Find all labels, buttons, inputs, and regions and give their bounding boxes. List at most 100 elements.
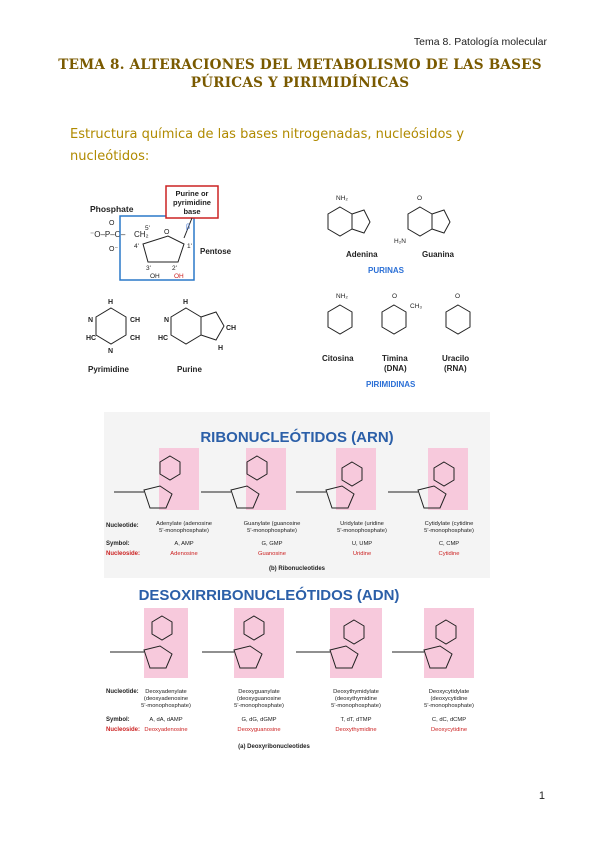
deoxy-col-4-name-2: (deoxycytidine <box>430 696 467 702</box>
svg-text:O: O <box>109 220 115 227</box>
ribo-col-1-name-1: Adenylate (adenosine <box>156 521 212 527</box>
ribo-col-1-symbol: A, AMP <box>174 541 193 547</box>
deoxy-col-2-nucleoside: Deoxyguanosine <box>237 727 280 733</box>
deoxy-col-4-nucleoside: Deoxycytidine <box>431 727 467 733</box>
ring-oxygen: O <box>164 229 170 236</box>
svg-text:H₂N: H₂N <box>394 238 406 245</box>
c4-label: 4' <box>134 243 139 250</box>
uracilo-note: (RNA) <box>444 364 467 373</box>
ribo-col-3-symbol: U, UMP <box>352 541 372 547</box>
deoxy-col-1-name-1: Deoxyadenylate <box>145 689 187 695</box>
deoxy-row-nucleotide: Nucleotide: <box>106 689 139 695</box>
ribo-row-symbol: Symbol: <box>106 541 130 547</box>
purinas-label: PURINAS <box>368 266 405 275</box>
phosphate-label: Phosphate <box>90 204 134 214</box>
page-number: 1 <box>538 790 545 802</box>
ribo-col-3-nucleoside: Uridine <box>353 551 371 557</box>
svg-text:N: N <box>108 348 113 355</box>
pentose-label: Pentose <box>200 247 232 256</box>
page-title-line-1: TEMA 8. ALTERACIONES DEL METABOLISMO DE … <box>58 57 542 73</box>
svg-text:CH: CH <box>130 335 140 342</box>
svg-text:CH: CH <box>226 325 236 332</box>
ribo-col-2-nucleoside: Guanosine <box>258 551 286 557</box>
ribo-row-nucleotide: Nucleotide: <box>106 523 139 529</box>
pirimidinas-label: PIRIMIDINAS <box>366 380 416 389</box>
beta-label: β <box>186 224 190 231</box>
oh-3-label: OH <box>150 273 160 280</box>
ribo-structures <box>114 455 455 509</box>
ribo-col-4-name-2: 5'-monophosphate) <box>424 528 474 534</box>
ribo-col-3-name-2: 5'-monophosphate) <box>337 528 387 534</box>
svg-text:N: N <box>88 317 93 324</box>
page-title-line-2: PÚRICAS Y PIRIMIDÍNICAS <box>190 75 410 91</box>
deoxy-columns: Deoxyadenylate (deoxyadenosine 5'-monoph… <box>141 689 474 733</box>
svg-text:CH₃: CH₃ <box>410 303 422 310</box>
timina-note: (DNA) <box>384 364 407 373</box>
svg-text:NH₂: NH₂ <box>336 195 348 202</box>
purine-label: Purine <box>177 365 202 374</box>
deoxy-col-2-name-3: 5'-monophosphate) <box>234 703 284 709</box>
ribo-heading: RIBONUCLEÓTIDOS (ARN) <box>200 428 393 446</box>
deoxy-col-3-name-3: 5'-monophosphate) <box>331 703 381 709</box>
deoxyribonucleotides-figure: DESOXIRRIBONUCLEÓTIDOS (ADN) Nucleotide:… <box>104 580 490 756</box>
c1-label: 1' <box>187 243 192 250</box>
ribo-col-2-name-2: 5'-monophosphate) <box>247 528 297 534</box>
base-box <box>165 185 219 219</box>
uracilo-label: Uracilo <box>442 354 469 363</box>
svg-text:H: H <box>183 299 188 306</box>
subtitle-line-1: Estructura química de las bases nitrogen… <box>70 127 465 142</box>
deoxy-col-1-symbol: A, dA, dAMP <box>149 717 182 723</box>
svg-text:O⁻: O⁻ <box>109 246 118 253</box>
deoxy-col-2-name-2: (deoxyguanosine <box>237 696 281 702</box>
svg-text:N: N <box>164 317 169 324</box>
svg-text:H: H <box>108 299 113 306</box>
adenina-label: Adenina <box>346 250 378 259</box>
svg-text:HC: HC <box>86 335 96 342</box>
ribo-col-2-symbol: G, GMP <box>262 541 283 547</box>
deoxy-col-3-nucleoside: Deoxythymidine <box>335 727 376 733</box>
ribonucleotides-figure: RIBONUCLEÓTIDOS (ARN) Nucleotide: Symbol… <box>104 412 490 578</box>
ribo-col-2-name-1: Guanylate (guanosine <box>244 521 301 527</box>
c3-label: 3' <box>146 265 151 272</box>
deoxy-col-3-symbol: T, dT, dTMP <box>341 717 372 723</box>
svg-text:NH₂: NH₂ <box>336 293 348 300</box>
deoxy-col-4-name-1: Deoxycytidylate <box>429 689 470 695</box>
deoxy-col-4-name-3: 5'-monophosphate) <box>424 703 474 709</box>
running-header: Tema 8. Patología molecular <box>413 36 547 48</box>
base-box-line-3: base <box>183 207 200 216</box>
ribo-col-4-nucleoside: Cytidine <box>439 551 460 557</box>
deoxy-caption: (a) Deoxyribonucleotides <box>238 744 310 750</box>
c2-label: 2' <box>172 265 177 272</box>
svg-text:HC: HC <box>158 335 168 342</box>
deoxy-col-2-name-1: Deoxyguanylate <box>238 689 280 695</box>
ribo-col-1-nucleoside: Adenosine <box>170 551 197 557</box>
svg-text:CH: CH <box>130 317 140 324</box>
section-subtitle: Estructura química de las bases nitrogen… <box>70 124 530 168</box>
svg-text:H: H <box>218 345 223 352</box>
nucleotide-structure-figure: Phosphate ⁻O–P–O– O O⁻ CH₂ Purine or pyr… <box>90 185 232 281</box>
deoxy-col-2-symbol: G, dG, dGMP <box>241 717 276 723</box>
deoxy-heading: DESOXIRRIBONUCLEÓTIDOS (ADN) <box>139 586 400 604</box>
nitrogen-bases-figure: NH₂ Adenina O H₂N Guanina PURINAS NH₂ Ci… <box>322 195 471 389</box>
pyrimidine-label: Pyrimidine <box>88 365 129 374</box>
deoxy-col-3-name-2: (deoxythymidine <box>335 696 377 702</box>
deoxy-col-1-name-2: (deoxyadenosine <box>144 696 188 702</box>
c5-label: 5' <box>145 225 150 232</box>
deoxy-structures <box>110 615 457 669</box>
base-box-line-1: Purine or <box>176 189 209 198</box>
deoxy-row-symbol: Symbol: <box>106 717 130 723</box>
ribo-col-1-name-2: 5'-monophosphate) <box>159 528 209 534</box>
svg-text:O: O <box>392 293 397 300</box>
svg-text:⁻O–P–O–: ⁻O–P–O– <box>90 230 126 239</box>
deoxy-col-1-nucleoside: Deoxyadenosine <box>144 727 187 733</box>
subtitle-line-2: nucleótidos: <box>70 149 150 164</box>
deoxy-row-nucleoside: Nucleoside: <box>106 727 140 733</box>
deoxy-pink-blocks <box>144 608 474 678</box>
page-title: TEMA 8. ALTERACIONES DEL METABOLISMO DE … <box>40 56 560 92</box>
pentose-box <box>119 215 195 281</box>
ribo-columns: Adenylate (adenosine 5'-monophosphate) A… <box>156 521 474 557</box>
ribo-col-3-name-1: Uridylate (uridine <box>340 521 384 527</box>
svg-text:O: O <box>417 195 422 202</box>
deoxy-col-3-name-1: Deoxythymidylate <box>333 689 379 695</box>
ribo-col-4-symbol: C, CMP <box>439 541 459 547</box>
